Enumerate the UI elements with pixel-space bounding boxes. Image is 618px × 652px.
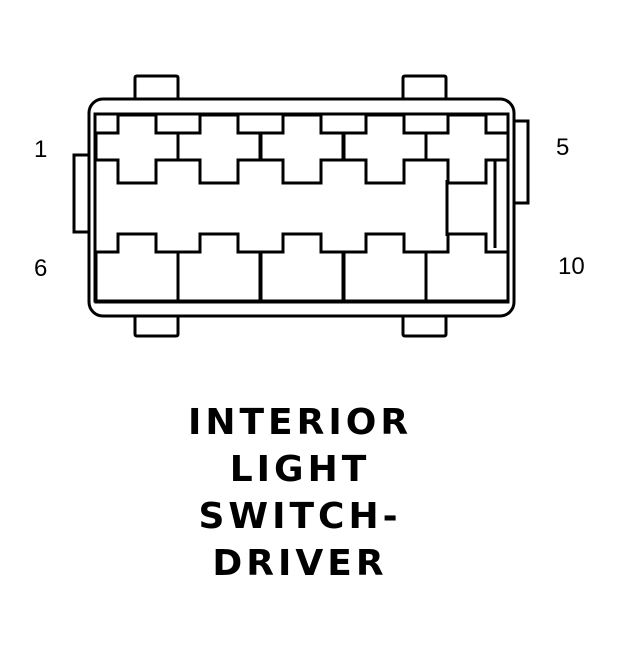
connector-face-diagram [72,74,530,338]
pin-cavity-9 [342,232,428,304]
pin-cavity-6 [94,232,180,304]
title-line-2: LIGHT [229,449,371,490]
connector-title: INTERIOR LIGHT SWITCH- DRIVER [0,400,600,588]
bottom-left-latch-tab [133,316,180,338]
pin-cavity-8 [259,232,345,304]
pin-number-6: 6 [34,255,48,282]
top-left-latch-tab [133,74,180,99]
right-side-key [514,119,530,205]
pin-number-1: 1 [34,136,48,163]
pin-number-10: 10 [558,253,585,280]
connector-housing-outer [87,97,516,318]
pin-cavity-2 [176,113,262,185]
pin-cavity-5 [424,113,510,185]
pin-cavity-1 [94,113,180,185]
pin-cavity-10 [424,232,510,304]
title-line-4: DRIVER [212,543,388,584]
title-line-1: INTERIOR [187,402,413,443]
left-side-key [72,153,89,234]
pin-cavity-3 [259,113,345,185]
bottom-right-latch-tab [401,316,448,338]
pin-number-5: 5 [556,134,570,161]
top-right-latch-tab [401,74,448,99]
pin-cavity-4 [342,113,428,185]
title-line-3: SWITCH- [198,496,402,537]
pin-cavity-7 [176,232,262,304]
